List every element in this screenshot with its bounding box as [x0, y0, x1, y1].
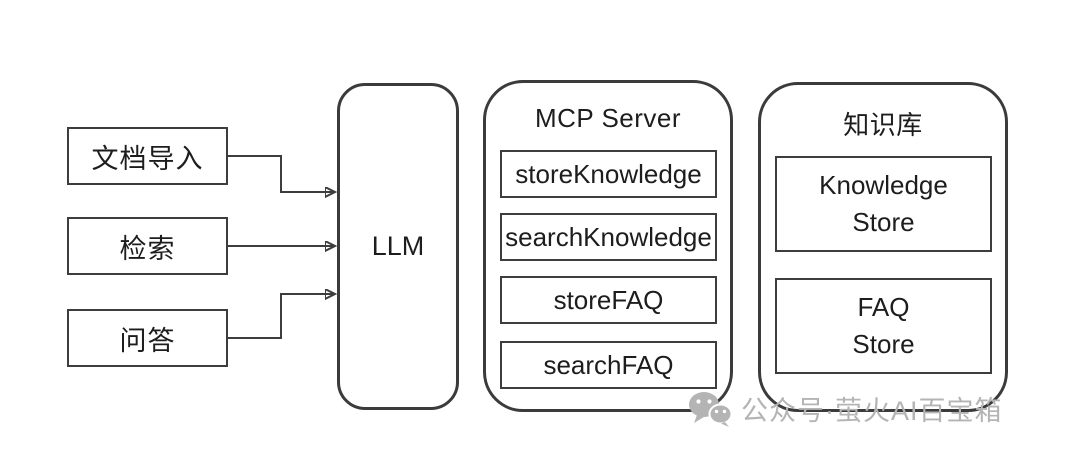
tool-store-knowledge: storeKnowledge	[500, 150, 717, 198]
node-qa: 问答	[67, 309, 228, 367]
watermark-text: 公众号·萤火AI百宝箱	[741, 396, 1003, 426]
node-retrieval: 检索	[67, 217, 228, 275]
wechat-icon	[689, 391, 732, 427]
node-doc-import: 文档导入	[67, 127, 228, 185]
faq-store-line1: FAQ	[857, 292, 910, 322]
node-llm: LLM	[337, 83, 459, 410]
watermark: 公众号·萤火AI百宝箱	[688, 389, 1003, 428]
tool-search-faq: searchFAQ	[500, 341, 717, 389]
mcp-server-title: MCP Server	[534, 103, 682, 133]
knowledge-base-title: 知识库	[843, 110, 923, 140]
tool-search-knowledge: searchKnowledge	[500, 213, 717, 261]
mcp-server-box: MCP Server storeKnowledge searchKnowledg…	[483, 80, 733, 412]
knowledge-base-box: 知识库 Knowledge Store FAQ Store	[758, 82, 1008, 412]
knowledge-store-line1: Knowledge	[819, 170, 948, 200]
node-knowledge-store: Knowledge Store	[775, 156, 992, 252]
tool-store-faq: storeFAQ	[500, 276, 717, 324]
faq-store-line2: Store	[852, 329, 915, 359]
knowledge-store-line2: Store	[852, 207, 915, 237]
arrow-doc-import-to-llm	[228, 155, 334, 192]
arrow-qa-to-llm	[228, 294, 334, 339]
node-faq-store: FAQ Store	[775, 278, 992, 374]
